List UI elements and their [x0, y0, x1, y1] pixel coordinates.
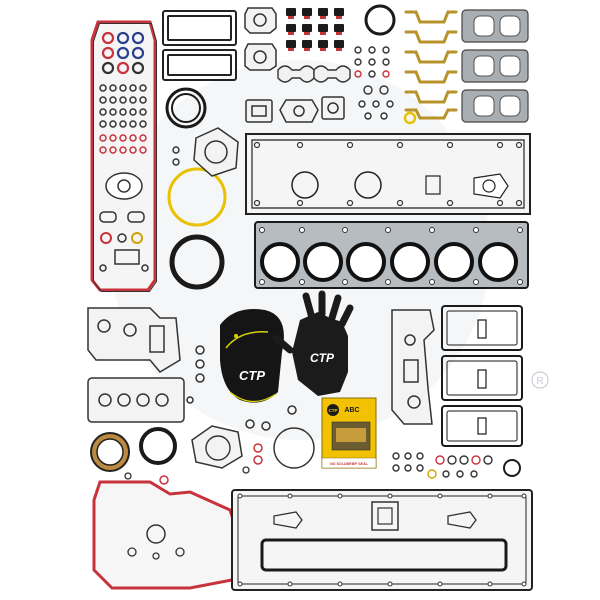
branded-cap: CTP [220, 309, 284, 403]
booklet-brand: CTP [329, 408, 338, 413]
booklet-footer: NO SOLUBRIEF SEAL [330, 462, 369, 466]
large-o-ring-top [364, 4, 396, 36]
cylinder-head-gasket [254, 221, 529, 289]
water-pump-gasket [193, 127, 239, 177]
tall-rear-cover-gasket [90, 20, 157, 292]
small-seals-right [392, 452, 521, 479]
booklet-heading: ABC [344, 407, 359, 414]
oil-cooler-cover-gasket-right [391, 309, 435, 425]
small-o-rings-cluster [354, 46, 394, 120]
misc-small-gaskets-left [186, 345, 205, 404]
oil-pan-gasket [231, 489, 533, 591]
registered-mark: R [531, 371, 549, 389]
small-flange-gaskets [244, 7, 345, 123]
exhaust-manifold-gaskets [404, 10, 458, 120]
svg-text:R: R [536, 376, 543, 387]
instruction-booklet: CTP ABC NO SOLUBRIEF SEAL [321, 397, 377, 469]
rectangular-gaskets-top [162, 10, 237, 81]
glove-logo: CTP [310, 351, 335, 365]
oil-cooler-gasket [87, 307, 181, 373]
metal-exhaust-plates [461, 9, 529, 123]
work-gloves: CTP [272, 290, 354, 396]
valve-cover-gasket [245, 133, 531, 215]
side-cover-gaskets-right [441, 305, 523, 447]
oil-pan-side-gasket [87, 377, 185, 423]
front-crank-seals [90, 425, 243, 472]
yellow-seal-small [403, 111, 417, 125]
center-o-rings [242, 405, 315, 474]
front-cover-gasket [92, 472, 242, 590]
crankshaft-seals-upper [165, 87, 227, 290]
valve-stem-seals [277, 8, 351, 83]
cap-logo: CTP [239, 368, 265, 383]
